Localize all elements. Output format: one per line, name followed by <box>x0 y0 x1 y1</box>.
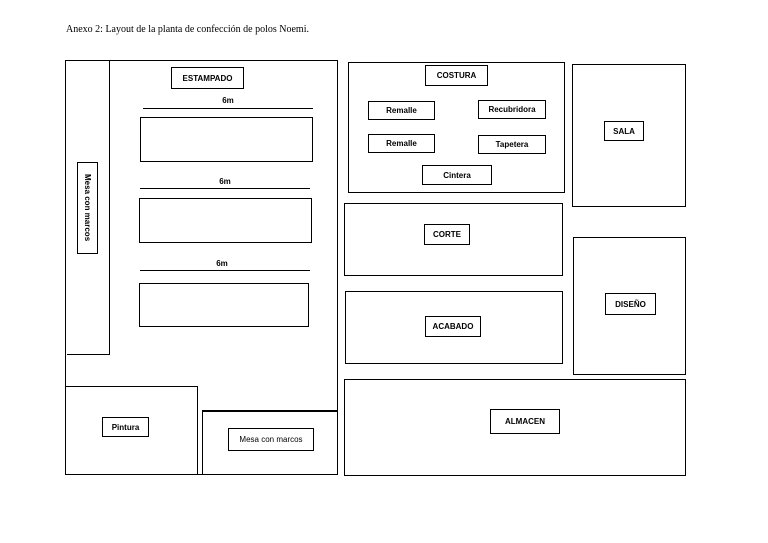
machine-cintera: Cintera <box>422 165 492 185</box>
diseno-area <box>573 237 686 375</box>
dimension-line-2 <box>140 188 310 189</box>
machine-tapetera: Tapetera <box>478 135 546 154</box>
mesa-con-marcos-vertical: Mesa con marcos <box>77 162 98 254</box>
estampado-inner-bottom <box>67 354 110 355</box>
page-caption: Anexo 2: Layout de la planta de confecci… <box>66 24 309 35</box>
acabado-label: ACABADO <box>425 316 481 337</box>
mesa-con-marcos-vertical-label: Mesa con marcos <box>83 174 92 242</box>
machine-remalle-1: Remalle <box>368 101 435 120</box>
estampado-inner-divider <box>109 60 110 355</box>
almacen-area <box>344 379 686 476</box>
dimension-line-1 <box>143 108 313 109</box>
costura-area <box>348 62 565 193</box>
corte-area <box>344 203 563 276</box>
dimension-label-2: 6m <box>219 177 231 186</box>
dimension-label-1: 6m <box>222 96 234 105</box>
acabado-area <box>345 291 563 364</box>
sala-area <box>572 64 686 207</box>
corte-label: CORTE <box>424 224 470 245</box>
machine-remalle-2: Remalle <box>368 134 435 153</box>
pintura-area <box>65 386 198 475</box>
stamping-table-3 <box>139 283 309 327</box>
pintura-label: Pintura <box>102 417 149 437</box>
dimension-line-3 <box>140 270 310 271</box>
dimension-label-3: 6m <box>216 259 228 268</box>
estampado-label: ESTAMPADO <box>171 67 244 89</box>
stamping-table-2 <box>139 198 312 243</box>
estampado-area <box>65 60 338 475</box>
costura-label: COSTURA <box>425 65 488 86</box>
diseno-label: DISEÑO <box>605 293 656 315</box>
sala-label: SALA <box>604 121 644 141</box>
mesa-con-marcos-area <box>202 410 338 475</box>
almacen-label: ALMACEN <box>490 409 560 434</box>
mesa-con-marcos-label: Mesa con marcos <box>228 428 314 451</box>
stamping-table-1 <box>140 117 313 162</box>
machine-recubridora: Recubridora <box>478 100 546 119</box>
